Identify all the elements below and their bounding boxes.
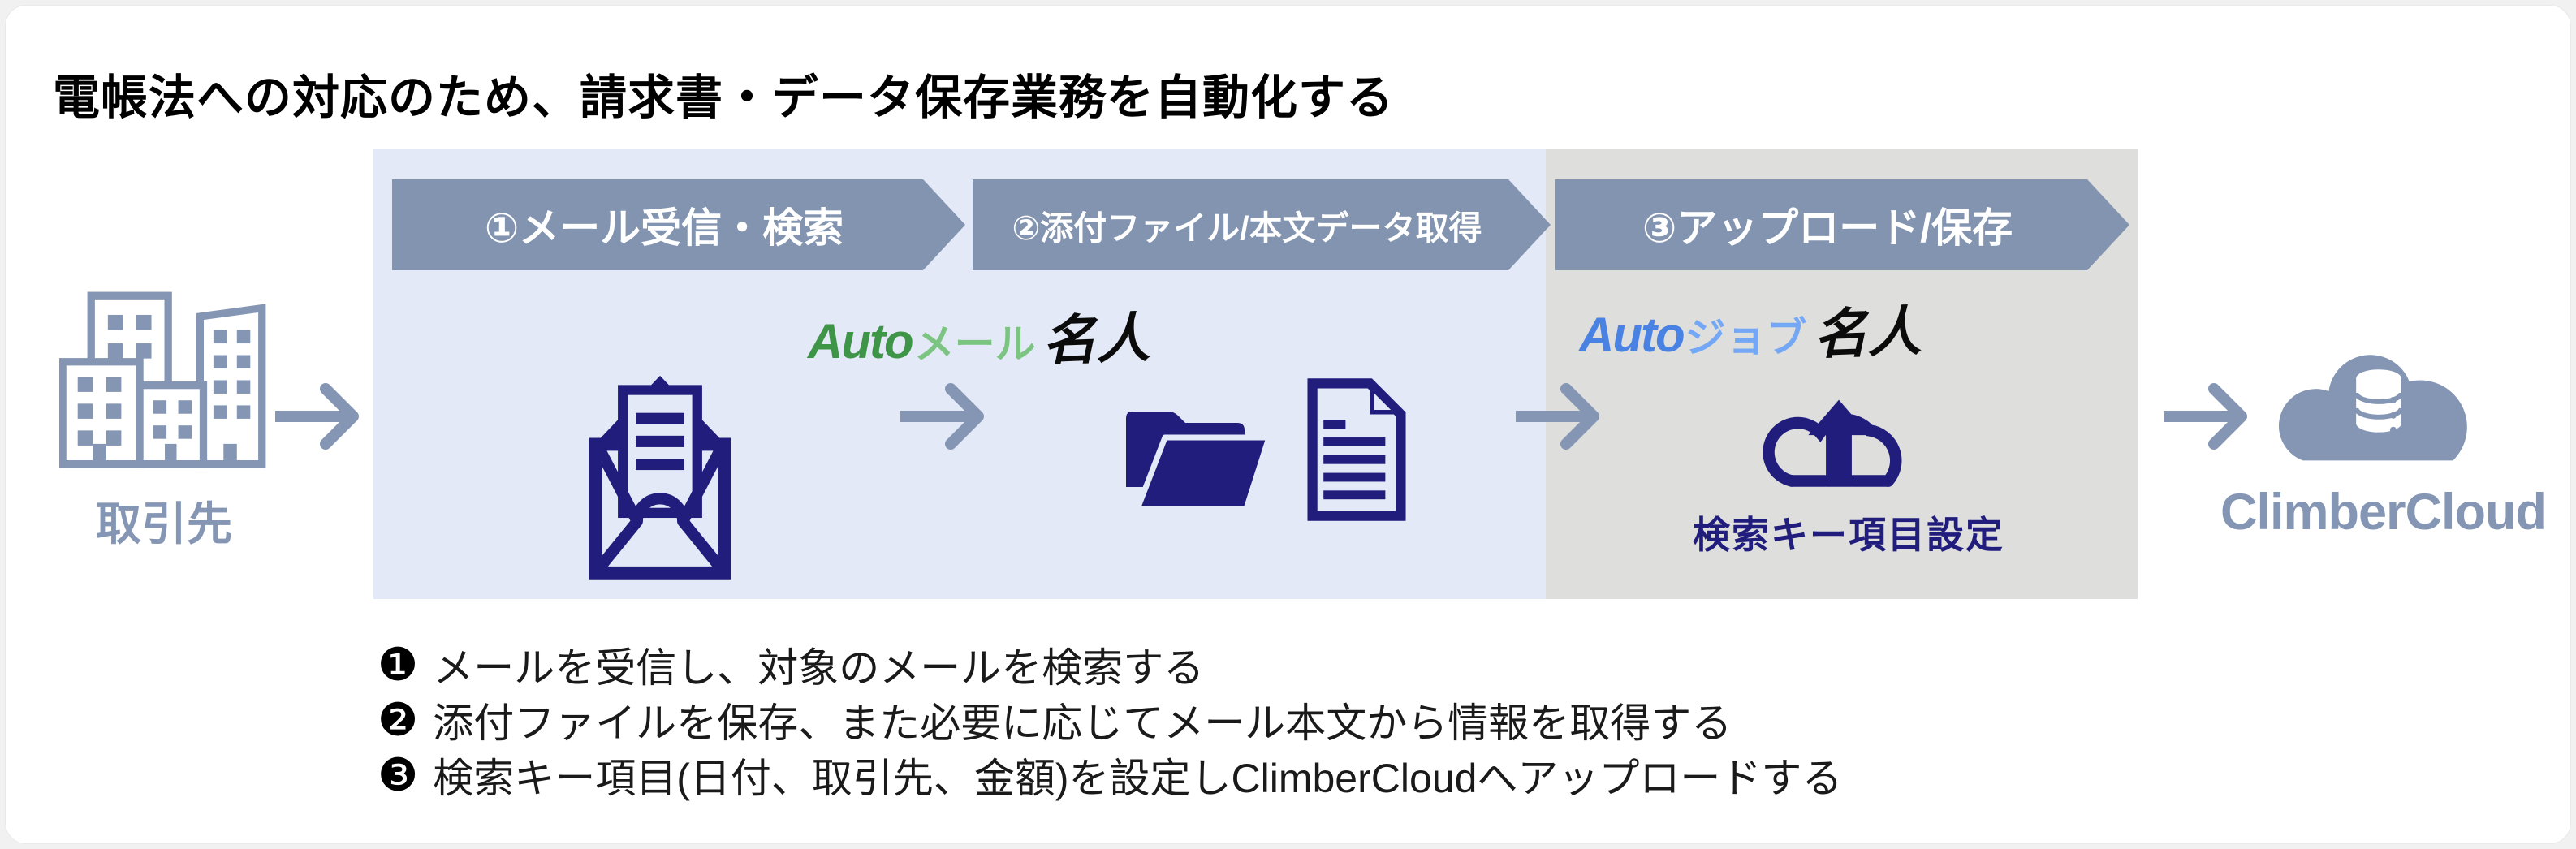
automail-product-text: メール [913,321,1036,367]
step-2-chevron: ②添付ファイル/本文データ取得 [973,179,1551,270]
note-1: ❶ メールを受信し、対象のメールを検索する [378,637,1842,692]
mail-envelope-icon [589,375,731,580]
office-buildings-icon [59,291,266,468]
arrow-source-to-mail-icon [275,383,359,450]
legend-notes: ❶ メールを受信し、対象のメールを検索する ❷ 添付ファイルを保存、また必要に応… [378,637,1842,803]
step-2-label: ②添付ファイル/本文データ取得 [1012,209,1482,247]
destination-label: ClimberCloud [2220,484,2547,541]
note-3-badge: ❸ [378,749,419,800]
autojob-brand-text: Auto [1579,308,1685,362]
step-1-chevron: ①メール受信・検索 [392,179,965,270]
note-2-badge: ❷ [378,694,419,745]
search-key-caption: 検索キー項目設定 [1693,514,2004,556]
autojob-suffix-text: 名人 [1812,299,1922,367]
page-title: 電帳法への対応のため、請求書・データ保存業務を自動化する [53,71,1395,124]
cloud-upload-icon [1763,399,1902,487]
note-3-text: 検索キー項目(日付、取引先、金額)を設定しClimberCloudへアップロード… [433,756,1843,801]
step-3-label: ③アップロード/保存 [1642,205,2013,251]
note-2-text: 添付ファイルを保存、また必要に応じてメール本文から情報を取得する [433,700,1732,746]
automail-brand-text: Auto [808,314,914,368]
arrow-upload-to-cloud-icon [2164,383,2247,450]
note-3: ❸ 検索キー項目(日付、取引先、金額)を設定しClimberCloudへアップロ… [378,748,1842,803]
arrow-files-to-upload-icon [1516,383,1599,450]
source-label: 取引先 [96,498,232,549]
automail-suffix-text: 名人 [1041,305,1151,373]
step-1-label: ①メール受信・検索 [484,205,844,251]
arrow-mail-to-files-icon [900,383,984,450]
automail-meijin-logo: Auto メール 名人 [808,296,1150,374]
document-icon [1307,378,1406,521]
autojob-product-text: ジョブ [1685,315,1807,360]
note-2: ❷ 添付ファイルを保存、また必要に応じてメール本文から情報を取得する [378,692,1842,748]
step-3-chevron: ③アップロード/保存 [1555,179,2129,270]
note-1-badge: ❶ [378,639,419,690]
folder-icon [1126,412,1272,512]
note-1-text: メールを受信し、対象のメールを検索する [433,645,1205,691]
autojob-meijin-logo: Auto ジョブ 名人 [1579,290,1922,368]
diagram-canvas: 電帳法への対応のため、請求書・データ保存業務を自動化する ①メール受信・検索 ②… [5,5,2571,844]
climbercloud-icon [2278,355,2467,461]
